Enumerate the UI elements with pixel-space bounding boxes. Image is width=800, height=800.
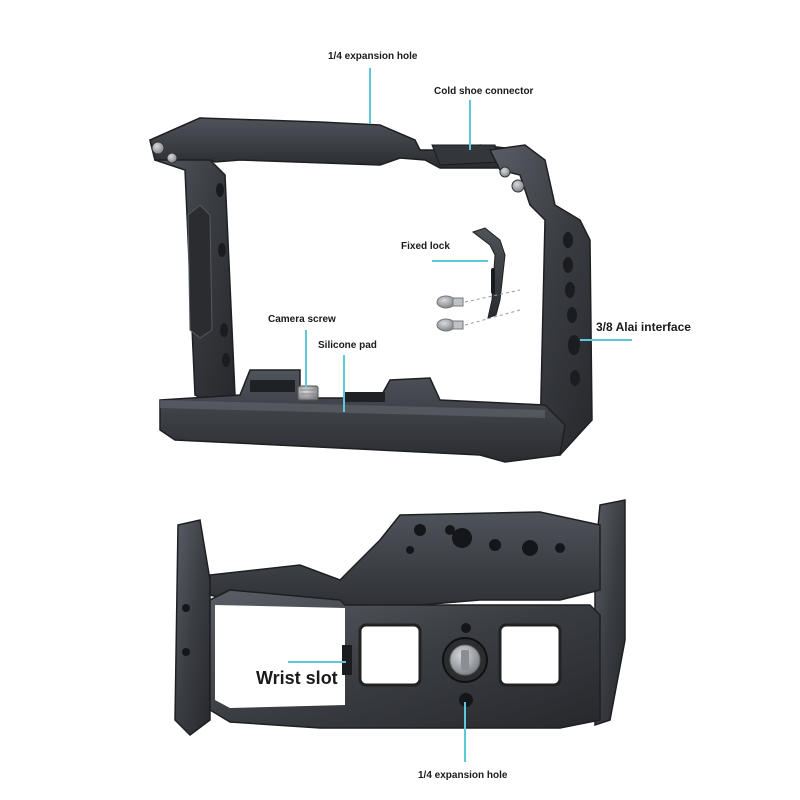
frame-screws [151, 141, 525, 193]
lock-screws [436, 289, 521, 332]
center-mount-screw [442, 637, 488, 683]
cold-shoe-mount [431, 144, 501, 166]
bottom-base-plate [159, 369, 566, 463]
bottom-left-rail [174, 519, 211, 736]
plate-window-left [358, 623, 422, 687]
top-cage [149, 117, 593, 463]
label-alai-interface: 3/8 Alai interface [596, 320, 691, 334]
label-wrist-slot: Wrist slot [256, 668, 338, 688]
fixed-lock-part [471, 227, 506, 319]
label-camera-screw: Camera screw [268, 314, 336, 325]
plate-window-right [498, 623, 562, 687]
label-top-expansion-hole: 1/4 expansion hole [328, 51, 418, 62]
bottom-cage [174, 499, 626, 736]
camera-screw [297, 385, 319, 401]
label-cold-shoe-connector: Cold shoe connector [434, 86, 534, 97]
label-fixed-lock: Fixed lock [401, 241, 450, 252]
right-frame-side [488, 144, 593, 457]
wrist-slot-cutout [215, 605, 345, 708]
leader-lines [288, 68, 632, 762]
label-bottom-expansion-hole: 1/4 expansion hole [418, 770, 508, 781]
label-silicone-pad: Silicone pad [318, 340, 377, 351]
